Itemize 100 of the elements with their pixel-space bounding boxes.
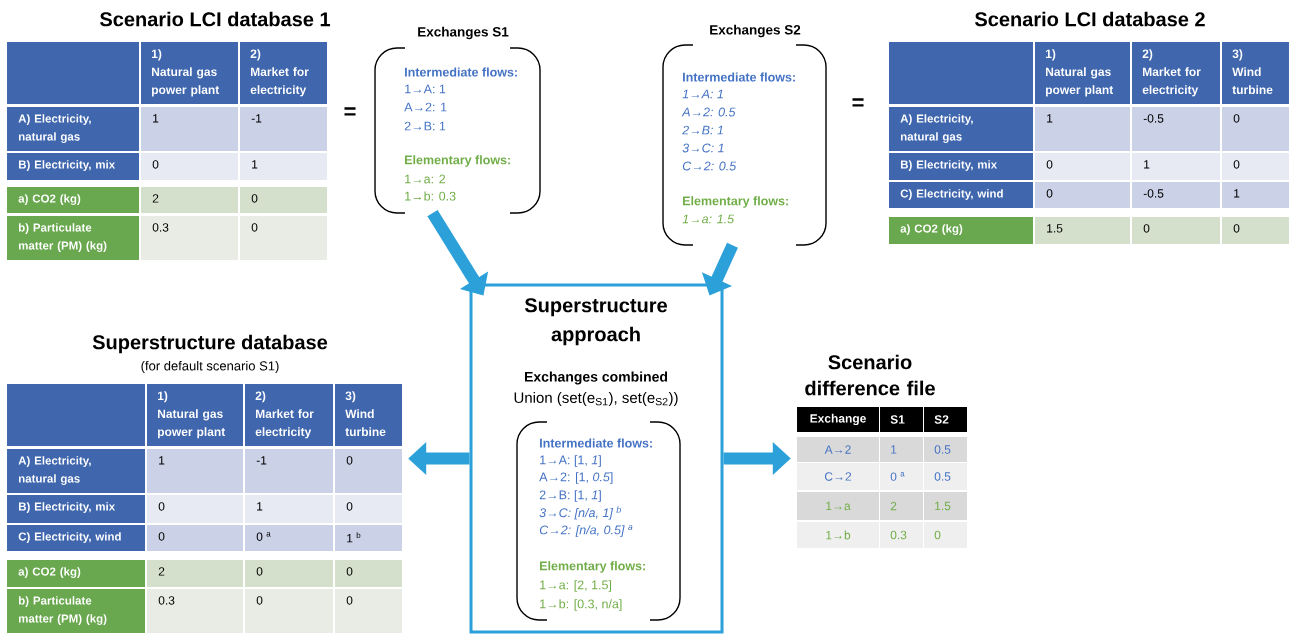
row-header: C) Electricity, wind bbox=[889, 182, 1033, 208]
table-cell: 0 bbox=[1035, 182, 1130, 208]
table-cell: 0 bbox=[1222, 217, 1289, 244]
table-cell: 1.5 bbox=[1035, 217, 1130, 244]
table-cell: 2 bbox=[141, 187, 238, 213]
table-cell: 1 bbox=[1132, 153, 1220, 180]
flow-entry: 1→b: [0.3, n/a] bbox=[540, 599, 622, 611]
flow-entry: 3→C: 1 bbox=[682, 143, 724, 153]
flow-entry: 2→B: 1 bbox=[682, 125, 723, 135]
row-header: B) Electricity, mix bbox=[889, 153, 1033, 180]
table-cell: 2 bbox=[880, 492, 923, 520]
flow-entry: C→2: [n/a, 0.5] $^{a}$ bbox=[539, 525, 633, 537]
row-header: A) Electricity, natural gas bbox=[7, 107, 139, 151]
table-cell: 1 bbox=[1222, 182, 1289, 208]
flow-entry: 1→a: [2, 1.5] bbox=[540, 580, 612, 592]
table-cell: 0.3 bbox=[880, 522, 923, 548]
table-cell: 0 bbox=[240, 187, 327, 213]
row-header: A) Electricity, natural gas bbox=[889, 107, 1033, 151]
flow-entry: A→2: [1, 0.5] bbox=[539, 472, 613, 484]
column-header: Exchange bbox=[797, 407, 879, 432]
row-header: A) Electricity, natural gas bbox=[7, 449, 145, 493]
table-cell: A→2 bbox=[797, 437, 879, 462]
row-header: a) CO2 (kg) bbox=[7, 187, 139, 213]
row-header: B) Electricity, mix bbox=[7, 153, 139, 180]
column-header: 2) Market for electricity bbox=[1132, 42, 1220, 104]
list-heading: Intermediate flows: bbox=[405, 67, 517, 77]
flow-entry: C→2: 0.5 bbox=[682, 161, 737, 171]
table-cell: 0 bbox=[1035, 153, 1130, 180]
table-cell: 0 bbox=[1222, 107, 1289, 151]
table-cell: 1 bbox=[147, 449, 243, 493]
table-title: Superstructure database bbox=[92, 334, 328, 354]
table-cell: 0 bbox=[335, 589, 402, 633]
table-cell: 1→a bbox=[797, 492, 879, 520]
table-cell: 0 bbox=[1222, 153, 1289, 180]
table-cell: 2 bbox=[147, 560, 243, 587]
row-header: a) CO2 (kg) bbox=[7, 560, 145, 587]
table-cell: 1 bbox=[1035, 107, 1130, 151]
list-title: Exchanges S1 bbox=[418, 26, 509, 40]
row-header: b) Particulate matter (PM) (kg) bbox=[7, 589, 145, 633]
set-expression: Union (set(e$_{S1}$), set(e$_{S2}$)) bbox=[514, 392, 678, 406]
table-title: Scenario LCI database 1 bbox=[100, 11, 331, 27]
table-cell: 0 bbox=[1132, 217, 1220, 244]
table-cell: 0.3 bbox=[141, 216, 238, 260]
table-cell: 0 bbox=[245, 589, 333, 633]
table-cell: 0 bbox=[147, 525, 243, 551]
table-cell: 0 $^{a}$ bbox=[245, 525, 333, 551]
column-header: 1) Natural gas power plant bbox=[1035, 42, 1130, 104]
column-header: 1) Natural gas power plant bbox=[141, 42, 238, 104]
flow-entry: 1→a: 2 bbox=[405, 174, 446, 184]
table-cell: 1 bbox=[141, 107, 238, 151]
flow-entry: 1→A: [1, 1] bbox=[540, 455, 601, 467]
flow-entry: A→2: 1 bbox=[404, 102, 447, 112]
table-cell: 0 bbox=[240, 216, 327, 260]
flow-entry: 1→b: 0.3 bbox=[405, 191, 456, 201]
list-heading: Elementary flows: bbox=[540, 561, 645, 573]
table-cell: 0 bbox=[335, 495, 402, 523]
table-cell: 0.3 bbox=[147, 589, 243, 633]
table-title: Scenario difference file bbox=[805, 354, 935, 396]
list-heading: Intermediate flows: bbox=[540, 438, 652, 448]
table-cell: C→2 bbox=[797, 463, 879, 490]
row-header: C) Electricity, wind bbox=[7, 525, 145, 551]
table-cell: 0 bbox=[924, 522, 967, 548]
column-header: 3) Wind turbine bbox=[335, 384, 402, 446]
column-header: 2) Market for electricity bbox=[245, 384, 333, 446]
table-cell: 0 bbox=[147, 495, 243, 523]
flow-entry: 2→B: [1, 1] bbox=[539, 490, 601, 502]
list-heading: Intermediate flows: bbox=[683, 72, 795, 82]
table-subtitle: (for default scenario S1) bbox=[141, 360, 279, 374]
row-header: B) Electricity, mix bbox=[7, 495, 145, 523]
table-cell: -0.5 bbox=[1132, 107, 1220, 151]
box-subtitle: Exchanges combined bbox=[525, 371, 668, 385]
equals-sign: = bbox=[852, 98, 864, 107]
flow-entry: 1→A: 1 bbox=[682, 89, 723, 99]
table-cell: -1 bbox=[240, 107, 327, 151]
flow-entry: 1→a: 1.5 bbox=[682, 214, 735, 224]
table-cell: 0 bbox=[245, 560, 333, 587]
column-header: 1) Natural gas power plant bbox=[147, 384, 243, 446]
column-header: S1 bbox=[880, 407, 923, 432]
table-cell: 0 bbox=[141, 153, 238, 180]
flow-entry: 1→A: 1 bbox=[405, 84, 446, 94]
table-cell: 1→b bbox=[797, 522, 879, 548]
list-title: Exchanges S2 bbox=[710, 24, 801, 38]
flow-entry: 2→B: 1 bbox=[404, 121, 446, 131]
table-cell: 0.5 bbox=[924, 437, 967, 462]
box-title: Superstructure approach bbox=[524, 298, 667, 346]
list-heading: Elementary flows: bbox=[405, 155, 510, 167]
table-cell: 1 bbox=[880, 437, 923, 462]
row-header: a) CO2 (kg) bbox=[889, 217, 1033, 244]
table-cell: -0.5 bbox=[1132, 182, 1220, 208]
column-header: 2) Market for electricity bbox=[240, 42, 327, 104]
table-cell: 1 $^{b}$ bbox=[335, 525, 402, 551]
equals-sign: = bbox=[344, 107, 356, 116]
list-heading: Elementary flows: bbox=[683, 196, 788, 208]
column-header: S2 bbox=[924, 407, 967, 432]
table-cell: 1 bbox=[240, 153, 327, 180]
column-header: 3) Wind turbine bbox=[1222, 42, 1289, 104]
table-cell: 1 bbox=[245, 495, 333, 523]
flow-entry: 3→C: [n/a, 1] $^{b}$ bbox=[539, 506, 621, 520]
row-header: b) Particulate matter (PM) (kg) bbox=[7, 216, 139, 260]
table-cell: 0 bbox=[335, 449, 402, 493]
